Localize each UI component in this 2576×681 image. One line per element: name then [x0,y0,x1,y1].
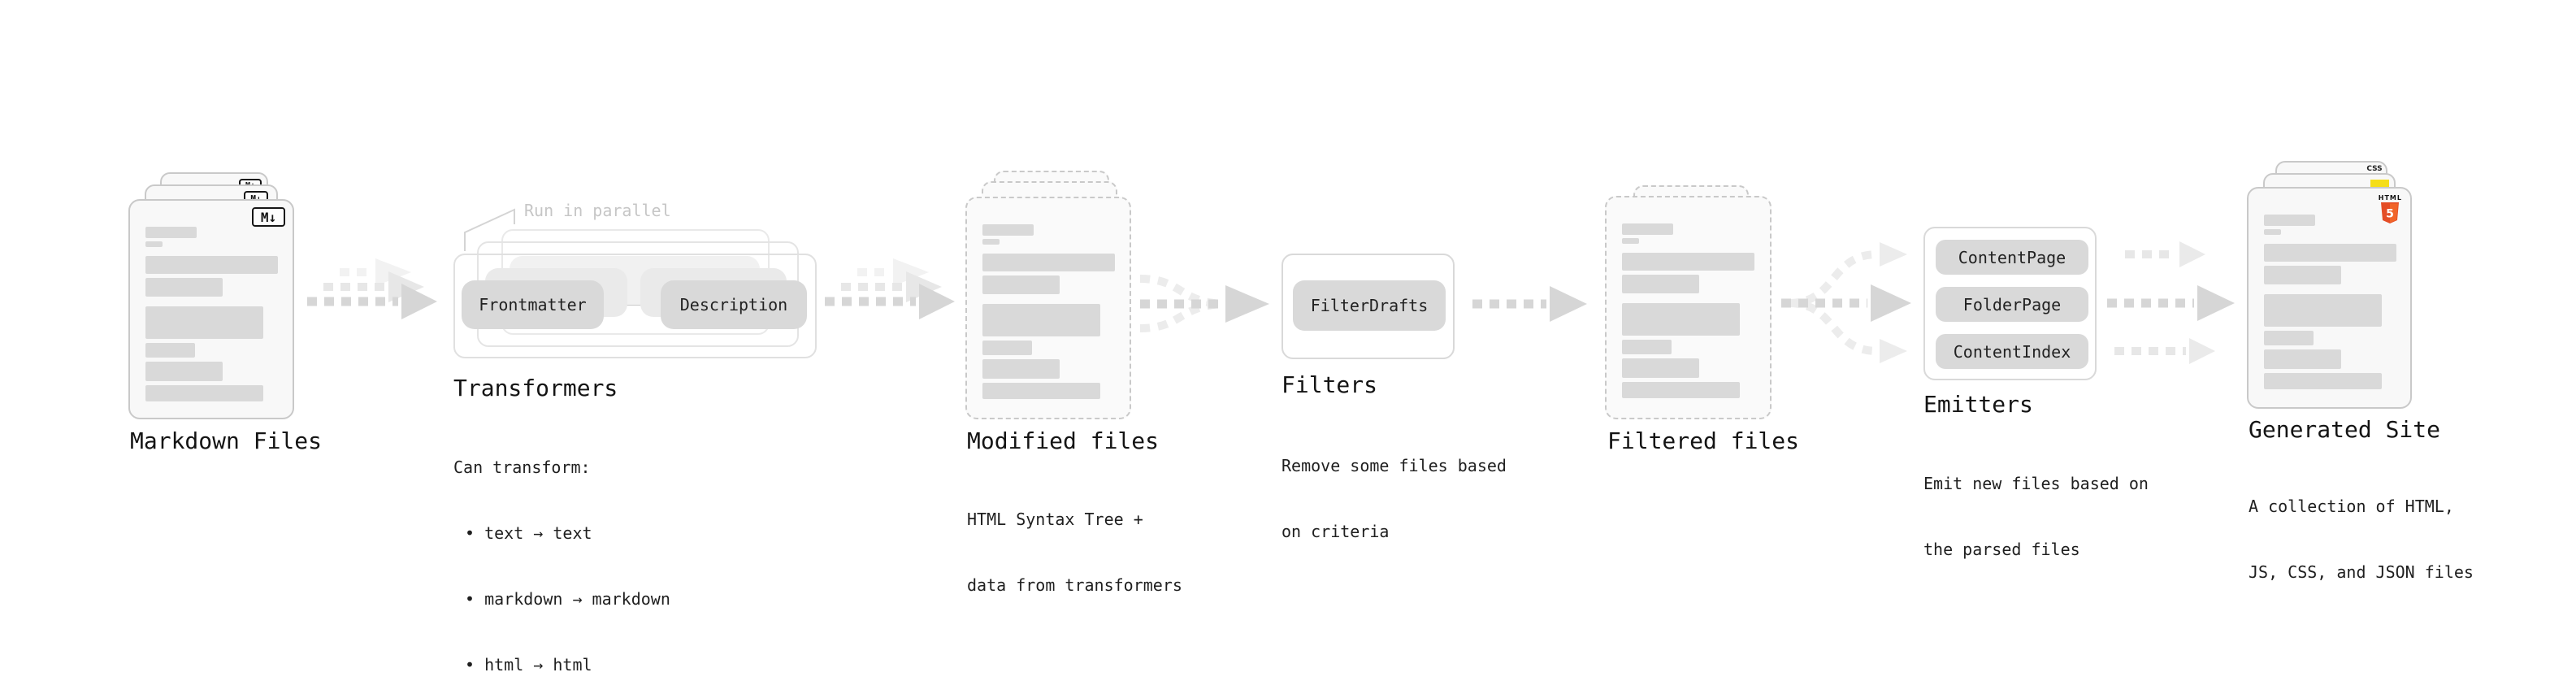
stage-title-generated-site: Generated Site [2249,416,2441,443]
folder-page-button: FolderPage [1936,287,2088,322]
arrow-filtered-to-emitters-fan [1781,242,1911,363]
placeholder-bar [145,362,223,381]
html5-word: HTML [2378,194,2402,202]
placeholder-bar [145,306,263,339]
run-in-parallel-note: Run in parallel [524,201,671,220]
placeholder-bar [145,241,163,247]
placeholder-bar [982,383,1100,399]
markdown-icon: M↓ [252,207,285,227]
placeholder-bar [145,385,263,401]
placeholder-bar [2264,349,2341,369]
arrow-filters-to-filtered [1472,286,1587,322]
transformers-description: Can transform: • text → text • markdown … [453,413,670,681]
transformer-card-front [453,254,817,358]
placeholder-bar [982,224,1034,236]
content-index-button: ContentIndex [1936,334,2088,369]
doc-layer-front [1605,196,1772,419]
stage-title-emitters: Emitters [1923,391,2033,418]
js-badge [2370,180,2389,189]
placeholder-bar [1622,303,1740,336]
placeholder-bar [145,227,197,238]
emitters-description: Emit new files based on the parsed files [1923,429,2149,605]
placeholder-bar [1622,253,1754,271]
description-line: on criteria [1281,522,1390,541]
svg-text:5: 5 [2387,208,2395,221]
placeholder-bar [145,278,223,297]
placeholder-bar [1622,358,1699,378]
placeholder-bar [2264,266,2341,284]
placeholder-bar [982,239,1000,245]
placeholder-bar [2264,373,2382,389]
note-connector-line [464,208,515,251]
placeholder-bar [982,340,1032,355]
placeholder-bar [982,275,1060,294]
placeholder-bar [145,343,195,358]
description-line: Emit new files based on [1923,474,2149,493]
stage-title-transformers: Transformers [453,375,618,401]
filter-drafts-button: FilterDrafts [1293,280,1446,331]
generated-site-description: A collection of HTML, JS, CSS, and JSON … [2249,452,2474,627]
description-line: HTML Syntax Tree + [967,510,1143,529]
doc-content-placeholder-lines [145,227,280,401]
placeholder-bar [1622,340,1672,354]
content-page-button: ContentPage [1936,240,2088,275]
doc-layer-front: M↓ [128,199,294,419]
placeholder-bar [1622,238,1639,244]
arrow-emitters-to-generated [2107,241,2235,364]
modified-files-description: HTML Syntax Tree + data from transformer… [967,465,1182,640]
arrow-modified-to-filters-merge [1139,275,1269,332]
stage-title-markdown-files: Markdown Files [130,427,323,454]
placeholder-bar [2264,331,2314,345]
placeholder-bar [145,256,278,274]
doc-layer-front [965,197,1131,419]
doc-content-placeholder-lines [982,224,1117,399]
description-line: JS, CSS, and JSON files [2249,562,2474,582]
placeholder-bar [2264,294,2382,327]
placeholder-bar [982,304,1100,336]
placeholder-bar [1622,275,1699,293]
bullet-item: • markdown → markdown [465,589,670,609]
filters-description: Remove some files based on criteria [1281,411,1507,587]
description-line: Can transform: [453,458,591,477]
placeholder-bar [2264,244,2396,262]
bullet-item: • text → text [465,523,592,543]
stage-title-filters: Filters [1281,371,1378,398]
doc-layer-front: HTML 5 [2247,187,2412,409]
placeholder-bar [1622,223,1673,235]
html5-shield: 5 [2381,202,2400,223]
css-badge-label: CSS [2366,165,2383,173]
description-line: A collection of HTML, [2249,497,2454,516]
placeholder-bar [1622,382,1740,398]
description-line: data from transformers [967,575,1182,595]
description-line: Remove some files based [1281,456,1507,475]
html5-icon: HTML 5 [2379,194,2402,223]
placeholder-bar [2264,215,2315,226]
stage-title-filtered-files: Filtered files [1607,427,1800,454]
stage-title-modified-files: Modified files [967,427,1160,454]
arrow-markdown-to-transformers [307,258,437,319]
placeholder-bar [982,254,1115,271]
doc-content-placeholder-lines [1622,223,1757,398]
doc-content-placeholder-lines [2264,215,2399,389]
emitters-box: ContentPage FolderPage ContentIndex [1923,227,2097,380]
placeholder-bar [2264,229,2281,235]
placeholder-bar [982,359,1060,379]
bullet-item: • html → html [465,655,592,674]
filters-box: FilterDrafts [1281,254,1455,359]
frontmatter-button: Frontmatter [462,280,604,329]
description-line: the parsed files [1923,540,2080,559]
arrow-transformers-to-modified [825,258,955,319]
description-button: Description [661,280,807,329]
